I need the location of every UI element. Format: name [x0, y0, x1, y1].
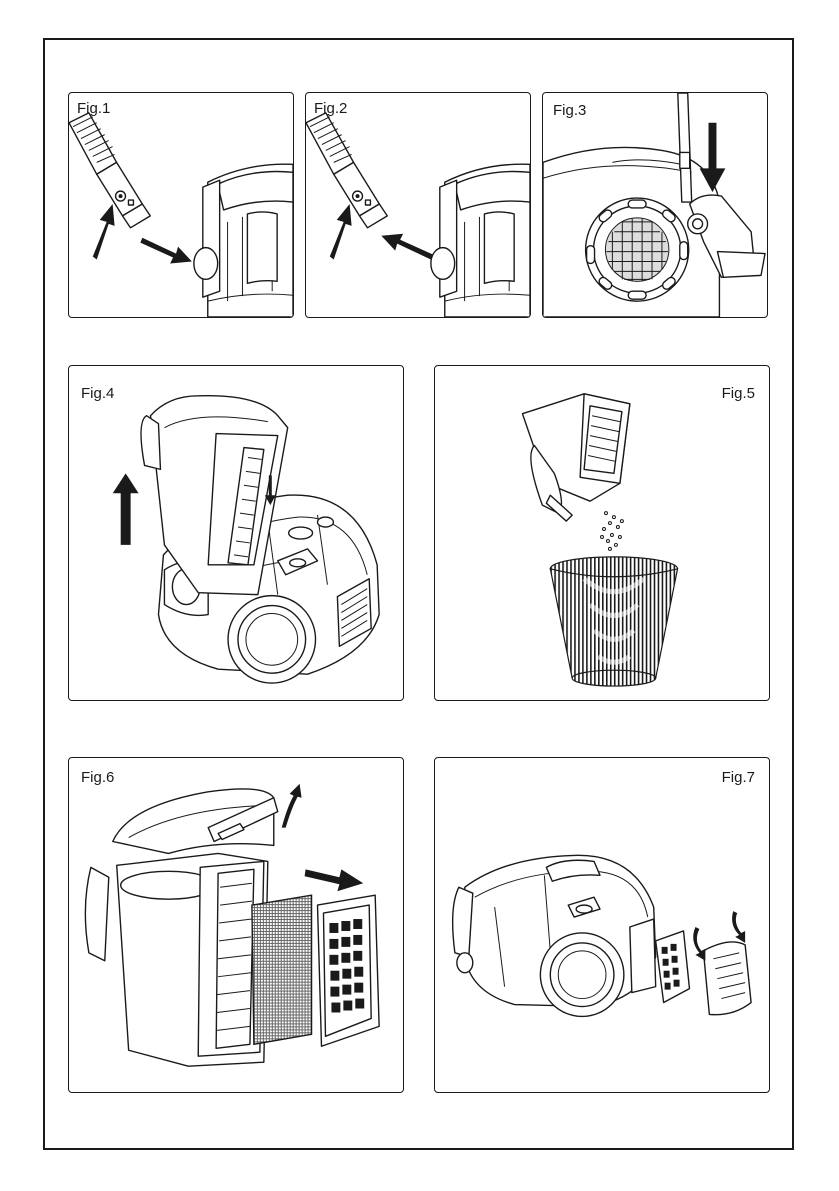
figure-1-label: Fig.1	[77, 101, 110, 116]
exhaust-filter-removal-illustration	[435, 758, 769, 1092]
figure-2: Fig.2	[305, 92, 531, 318]
figure-7-label: Fig.7	[722, 770, 755, 785]
hose-detach-illustration	[306, 93, 530, 317]
empty-dust-container-illustration	[435, 366, 769, 700]
figure-6: Fig.6	[68, 757, 404, 1093]
figure-5: Fig.5	[434, 365, 770, 701]
filter-removal-illustration	[69, 758, 403, 1092]
figure-7: Fig.7	[434, 757, 770, 1093]
parking-position-illustration	[543, 93, 767, 317]
figure-2-label: Fig.2	[314, 101, 347, 116]
figure-6-label: Fig.6	[81, 770, 114, 785]
figure-3-label: Fig.3	[553, 103, 586, 118]
figure-1: Fig.1	[68, 92, 294, 318]
figure-4-label: Fig.4	[81, 386, 114, 401]
figure-4: Fig.4	[68, 365, 404, 701]
figure-5-label: Fig.5	[722, 386, 755, 401]
hose-attach-illustration	[69, 93, 293, 317]
remove-dust-container-illustration	[69, 366, 403, 700]
figure-3: Fig.3	[542, 92, 768, 318]
